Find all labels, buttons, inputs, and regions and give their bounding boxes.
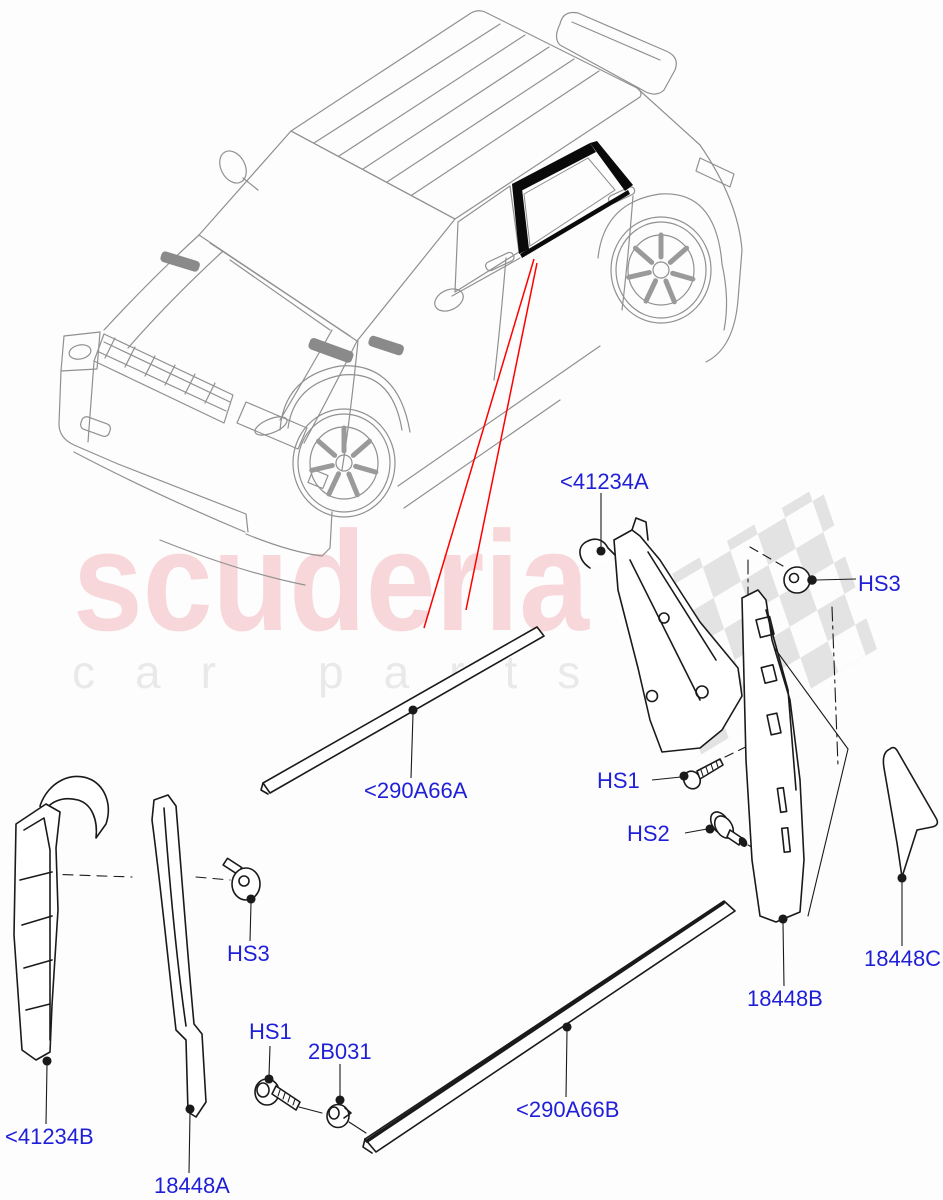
part-41234B-drawing — [13, 775, 110, 1061]
part-label-hs1-middle[interactable]: HS1 — [597, 768, 640, 793]
part-label-hs3-right[interactable]: HS3 — [858, 571, 901, 596]
exploded-parts — [13, 517, 939, 1154]
part-label-18448C[interactable]: 18448C — [864, 946, 942, 971]
fastener-hs1-bottom-icon — [254, 1078, 323, 1114]
part-290A66A-drawing — [260, 626, 545, 795]
part-label-hs2[interactable]: HS2 — [627, 821, 670, 846]
leader-lines — [42, 493, 907, 1174]
fastener-hs3-right-icon — [783, 566, 817, 594]
part-label-290A66B[interactable]: <290A66B — [516, 1097, 620, 1122]
red-callout-lines — [423, 258, 538, 629]
part-label-290A66A[interactable]: <290A66A — [364, 778, 468, 803]
watermark-word-car: car — [72, 646, 256, 698]
vehicle-illustration — [58, 10, 743, 586]
part-label-hs3-left[interactable]: HS3 — [227, 941, 270, 966]
part-label-41234B[interactable]: <41234B — [5, 1124, 94, 1149]
part-18448B-drawing — [741, 589, 849, 923]
door-glass-outline — [523, 157, 616, 247]
clip-2B031-icon — [326, 1103, 367, 1134]
part-label-2B031[interactable]: 2B031 — [308, 1039, 372, 1064]
brand-watermark: scuderia car parts — [72, 502, 590, 698]
fastener-hs2-icon — [709, 811, 748, 847]
part-18448A-drawing — [151, 794, 207, 1118]
part-label-18448B[interactable]: 18448B — [747, 986, 823, 1011]
fastener-hs3-left-icon — [222, 857, 261, 901]
highlighted-door-trim — [512, 141, 633, 258]
part-label-41234A[interactable]: <41234A — [560, 469, 649, 494]
part-290A66B-drawing — [362, 900, 736, 1154]
part-label-hs1-bottom[interactable]: HS1 — [249, 1019, 292, 1044]
part-label-18448A[interactable]: 18448A — [154, 1173, 230, 1198]
part-18448C-drawing — [882, 746, 939, 878]
